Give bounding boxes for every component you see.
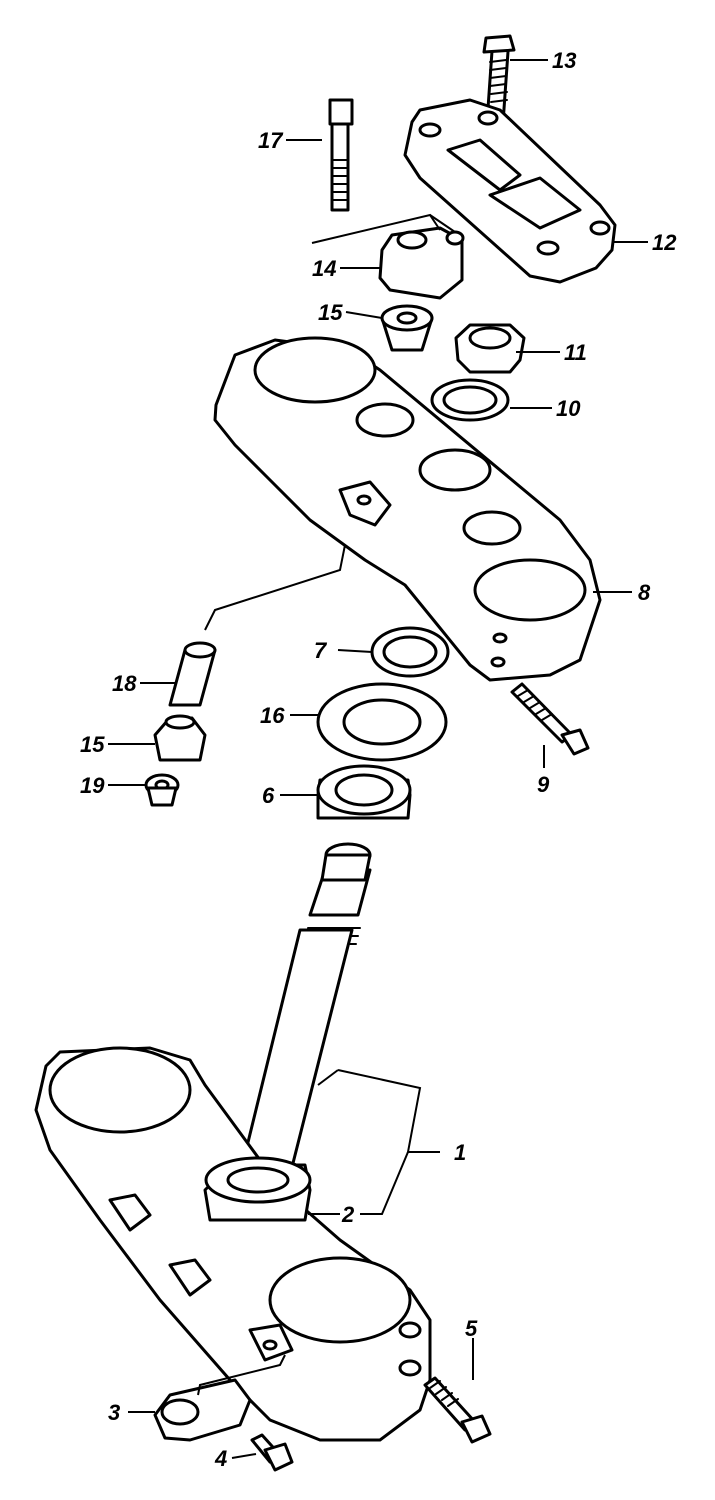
cap-19 — [144, 773, 180, 807]
callout-16: 16 — [260, 703, 285, 728]
leader-lines — [108, 59, 648, 1459]
handlebar-clamp-12 — [403, 98, 617, 284]
bushing-15-lower — [153, 714, 207, 762]
steering-stem-1 — [34, 842, 432, 1442]
callout-12: 12 — [652, 230, 677, 255]
callout-2: 2 — [341, 1202, 355, 1227]
bolt-17 — [328, 98, 354, 212]
callout-15-upper: 15 — [318, 300, 343, 325]
handlebar-holder-14 — [311, 213, 465, 300]
lock-nut-7 — [370, 626, 450, 678]
callout-3: 3 — [108, 1400, 120, 1425]
callout-7: 7 — [314, 638, 328, 663]
callout-13: 13 — [552, 48, 576, 73]
callout-19: 19 — [80, 773, 105, 798]
callout-18: 18 — [112, 671, 137, 696]
callout-labels: 1 2 3 4 5 6 7 8 9 10 11 12 13 14 15 15 1… — [80, 48, 677, 1471]
bearing-6 — [316, 764, 412, 820]
bolt-4 — [250, 1433, 294, 1472]
callout-8: 8 — [638, 580, 651, 605]
clamp-3 — [153, 1354, 286, 1442]
callout-10: 10 — [556, 396, 581, 421]
callout-1: 1 — [454, 1140, 466, 1165]
callout-17: 17 — [258, 128, 284, 153]
bolt-13 — [482, 34, 516, 114]
callout-11: 11 — [564, 340, 587, 365]
callout-9: 9 — [537, 772, 550, 797]
bolt-9 — [510, 682, 590, 756]
nut-11 — [454, 323, 526, 374]
callout-14: 14 — [312, 256, 336, 281]
callout-15-lower: 15 — [80, 732, 105, 757]
bolt-5 — [423, 1376, 492, 1444]
callout-5: 5 — [465, 1316, 478, 1341]
collar-18 — [168, 544, 346, 707]
callout-4: 4 — [214, 1446, 227, 1471]
callout-6: 6 — [262, 783, 275, 808]
dust-seal-16 — [316, 682, 448, 762]
washer-10 — [430, 378, 510, 422]
upper-bracket-8 — [213, 336, 602, 682]
bushing-15-upper — [380, 304, 434, 352]
